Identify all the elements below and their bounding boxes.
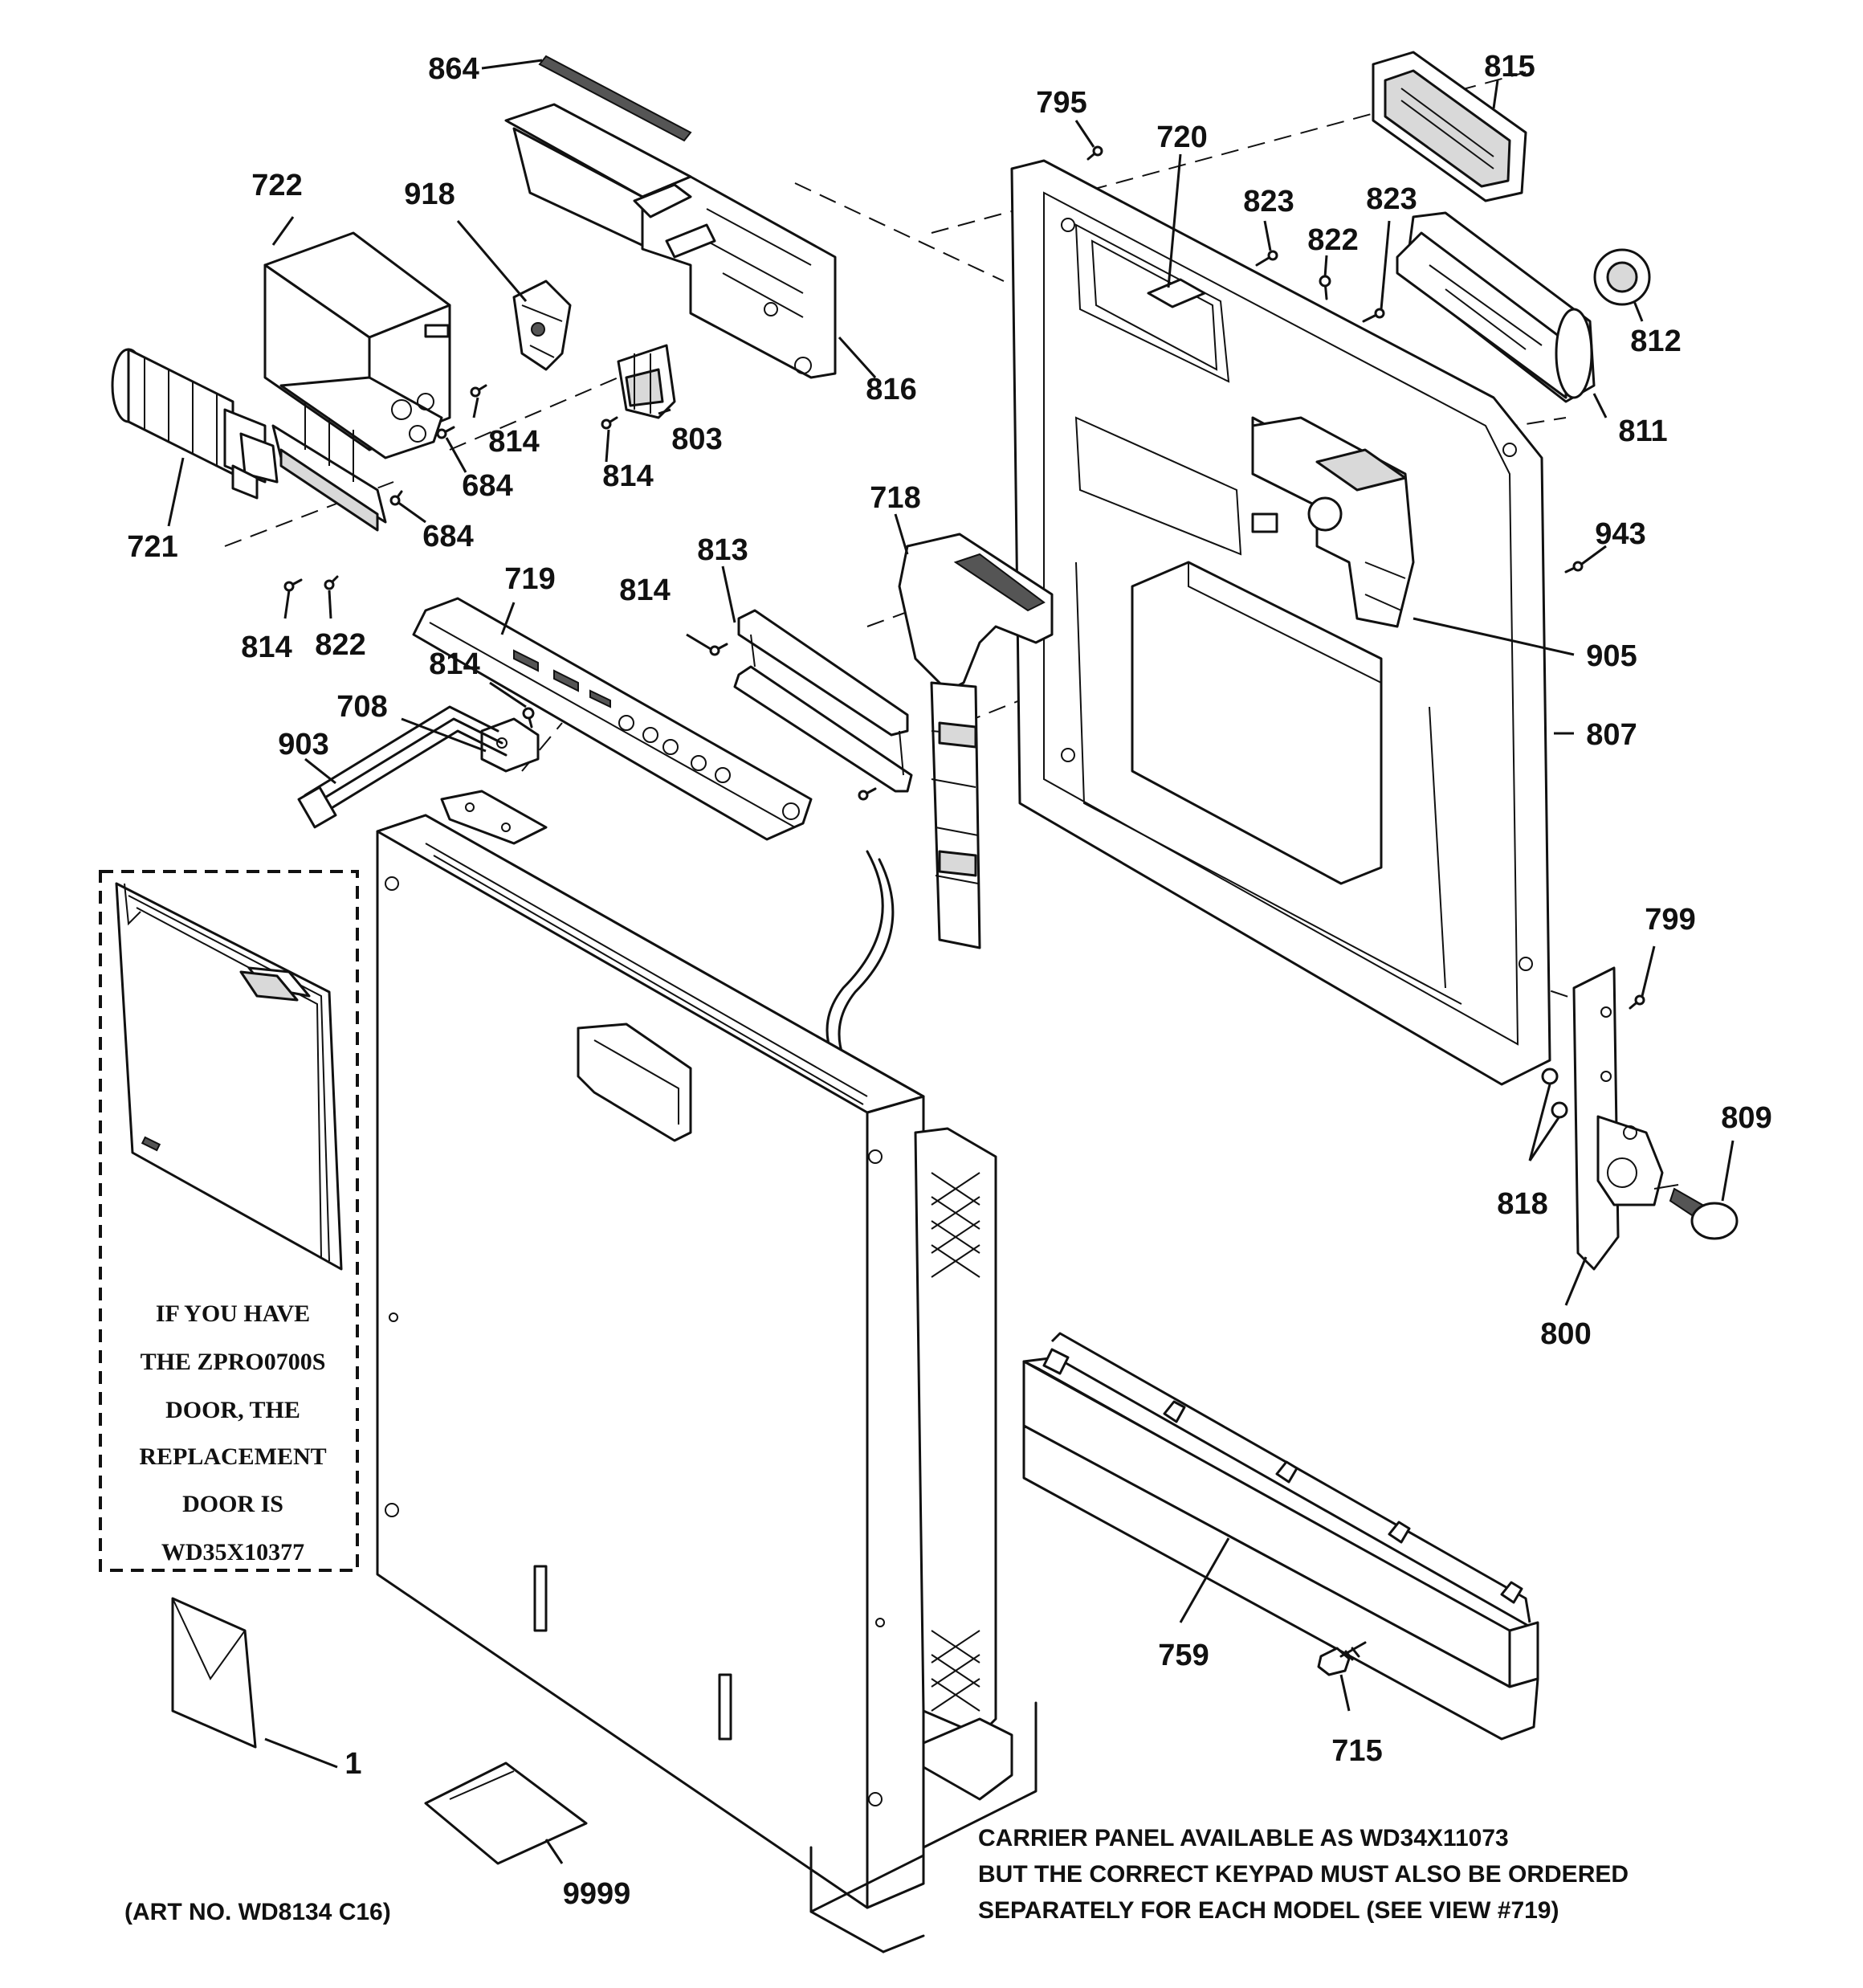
label-800: 800: [1540, 1317, 1591, 1351]
label-918: 918: [404, 178, 455, 211]
label-759: 759: [1158, 1639, 1209, 1672]
part-9999-packet: [424, 1761, 588, 1865]
carrier-note-line-3: SEPARATELY FOR EACH MODEL (SEE VIEW #719…: [978, 1897, 1559, 1924]
part-816-bracket: [504, 103, 837, 379]
inset-line-4: REPLACEMENT: [139, 1443, 326, 1470]
label-719: 719: [504, 562, 555, 596]
art-number: (ART NO. WD8134 C16): [124, 1899, 391, 1925]
inset-box: IF YOU HAVE THE ZPRO0700S DOOR, THE REPL…: [99, 870, 359, 1572]
label-720: 720: [1156, 120, 1207, 154]
label-816: 816: [866, 373, 916, 406]
part-815-vent-cover: [1372, 51, 1527, 202]
carrier-note-line-1: CARRIER PANEL AVAILABLE AS WD34X11073: [978, 1825, 1509, 1851]
inset-note: IF YOU HAVE THE ZPRO0700S DOOR, THE REPL…: [139, 1300, 326, 1565]
label-715: 715: [1331, 1734, 1382, 1768]
label-814-a: 814: [488, 425, 539, 459]
part-708-board: [480, 717, 540, 773]
part-803-latch: [617, 344, 676, 419]
label-795: 795: [1036, 86, 1086, 120]
label-813: 813: [697, 533, 748, 567]
part-1-literature: [171, 1597, 257, 1749]
label-818: 818: [1497, 1187, 1547, 1221]
screws: [283, 145, 1645, 1010]
label-814-b: 814: [602, 459, 653, 493]
screw-823a: [1255, 250, 1278, 267]
screw-684b: [389, 490, 403, 506]
part-759-toe-kick: [1022, 1332, 1539, 1741]
part-813-brackets: [733, 609, 913, 793]
label-822-b: 822: [1307, 223, 1358, 257]
part-809-roller: [1669, 1187, 1739, 1240]
screw-814d: [522, 707, 535, 729]
part-812-knob: [1593, 248, 1651, 306]
label-684-a: 684: [462, 469, 512, 503]
screw-943: [1564, 561, 1584, 574]
label-815: 815: [1484, 50, 1535, 84]
label-905: 905: [1586, 639, 1637, 673]
part-718-handle: [898, 533, 1054, 949]
inset-line-6: WD35X10377: [161, 1539, 304, 1565]
inset-line-2: THE ZPRO0700S: [141, 1349, 326, 1375]
label-822-a: 822: [315, 628, 365, 662]
label-814-e: 814: [619, 574, 670, 607]
label-9999: 9999: [563, 1877, 631, 1911]
screw-814c: [283, 578, 303, 592]
label-809: 809: [1721, 1101, 1771, 1135]
part-807-inner-door: [1010, 159, 1551, 1086]
label-864: 864: [428, 52, 479, 86]
part-864-strip: [538, 55, 692, 142]
screw-814e: [709, 643, 728, 656]
screw-799: [1629, 994, 1645, 1010]
label-799: 799: [1645, 903, 1695, 937]
part-905-detergent-dispenser: [1251, 416, 1415, 628]
inset-line-1: IF YOU HAVE: [156, 1300, 310, 1327]
label-807: 807: [1586, 718, 1637, 752]
inset-line-3: DOOR, THE: [165, 1397, 300, 1423]
label-814-c: 814: [241, 631, 291, 664]
label-814-d: 814: [429, 647, 479, 681]
inset-line-5: DOOR IS: [182, 1491, 283, 1517]
screw-684a: [436, 426, 455, 439]
outer-door-panel: [376, 814, 925, 1909]
switch-cluster: [440, 790, 548, 845]
part-number-labels: 864 722 918 816 814 803 814 684 684 721 …: [127, 50, 1771, 1911]
carrier-note: CARRIER PANEL AVAILABLE AS WD34X11073 BU…: [978, 1825, 1629, 1924]
label-811: 811: [1618, 414, 1667, 448]
inset-door-illustration: [115, 882, 343, 1271]
screw-814a: [470, 384, 487, 398]
screw-823b: [1362, 308, 1385, 323]
label-903: 903: [278, 728, 328, 761]
part-722-dispenser: [263, 231, 451, 532]
part-918-switch: [512, 280, 572, 371]
part-818-hinge-screws: [1541, 1067, 1568, 1119]
keypad-buttons: [513, 649, 800, 820]
screw-795: [1086, 145, 1103, 161]
screw-822b: [1319, 275, 1331, 300]
label-722: 722: [251, 169, 302, 202]
carrier-note-line-2: BUT THE CORRECT KEYPAD MUST ALSO BE ORDE…: [978, 1861, 1629, 1888]
label-708: 708: [336, 690, 387, 724]
screw-814b: [601, 416, 618, 430]
label-943: 943: [1595, 517, 1645, 551]
label-684-b: 684: [422, 520, 473, 553]
label-823-b: 823: [1366, 182, 1417, 216]
part-800-hinge: [1572, 966, 1679, 1271]
leader-lines: [167, 59, 1735, 1864]
label-718: 718: [870, 481, 920, 515]
part-811-vent: [1396, 211, 1596, 403]
part-721-actuator: [111, 348, 279, 500]
label-812: 812: [1630, 325, 1681, 358]
part-719-control-panel: [412, 597, 813, 841]
label-721: 721: [127, 530, 177, 564]
part-715-screw: [1317, 1641, 1367, 1676]
label-803: 803: [671, 423, 722, 456]
screw-822a: [324, 575, 339, 590]
screw-813b: [858, 787, 877, 801]
carrier-side-panel: [809, 1127, 1037, 1953]
label-1: 1: [344, 1747, 361, 1781]
label-823-a: 823: [1243, 185, 1294, 218]
